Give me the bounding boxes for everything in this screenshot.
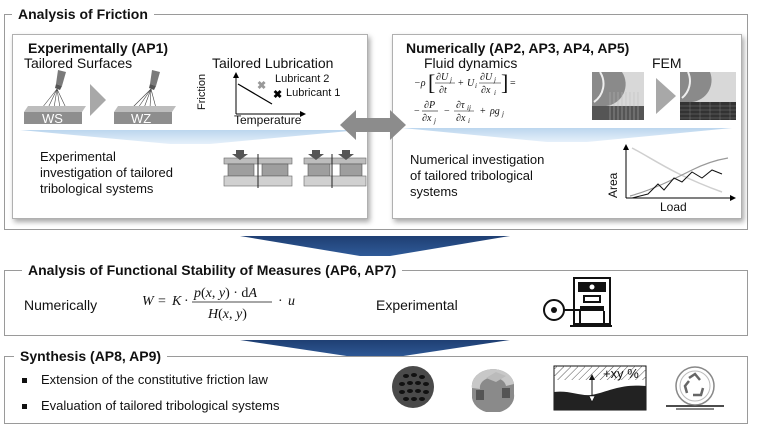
svg-text:j: j bbox=[449, 76, 452, 84]
lubricant-2-label: Lubricant 2 bbox=[275, 73, 330, 85]
svg-text:−: − bbox=[444, 106, 450, 117]
flow-arrow-down-2 bbox=[240, 340, 510, 358]
svg-text:∂x: ∂x bbox=[481, 85, 491, 96]
load-axis-label: Load bbox=[660, 200, 687, 214]
tailored-surfaces-illustration bbox=[24, 70, 176, 124]
bullet-icon bbox=[22, 378, 27, 384]
svg-text:∂t: ∂t bbox=[439, 85, 447, 96]
synthesis-item-1-text: Extension of the constitutive friction l… bbox=[41, 372, 268, 387]
numerical-light-blue-band bbox=[402, 128, 732, 142]
tribometer-illustration-2 bbox=[303, 150, 367, 188]
experimental-investigation-line-2: investigation of tailored bbox=[40, 165, 173, 180]
svg-text:j: j bbox=[433, 117, 436, 125]
area-load-chart bbox=[623, 144, 736, 201]
functional-stability-panel bbox=[4, 270, 748, 336]
svg-text:i: i bbox=[494, 89, 496, 97]
numerical-investigation-line-1: Numerical investigation bbox=[410, 152, 545, 167]
numerical-subpanel bbox=[392, 34, 742, 219]
experimental-investigation-text: Experimental investigation of tailored t… bbox=[40, 149, 173, 197]
svg-text:]: ] bbox=[501, 70, 508, 95]
double-arrow-icon bbox=[340, 110, 406, 140]
svg-text:i: i bbox=[468, 117, 470, 125]
svg-text:∂P: ∂P bbox=[424, 100, 435, 111]
svg-text:✖: ✖ bbox=[257, 80, 266, 92]
bullet-icon bbox=[22, 404, 27, 410]
experimental-heading: Experimentally (AP1) bbox=[28, 40, 169, 56]
experimental-investigation-line-3: tribological systems bbox=[40, 181, 154, 196]
svg-text:−ρ: −ρ bbox=[414, 78, 426, 89]
fem-mesh-image-1 bbox=[592, 72, 644, 120]
ws-label: WS bbox=[42, 111, 63, 126]
synthesis-item-2: Evaluation of tailored tribological syst… bbox=[22, 398, 279, 413]
synthesis-item-2-text: Evaluation of tailored tribological syst… bbox=[41, 398, 280, 413]
wz-label: WZ bbox=[131, 111, 152, 126]
tribometer-illustration-1 bbox=[223, 150, 293, 188]
synthesis-title: Synthesis (AP8, AP9) bbox=[14, 348, 168, 364]
flow-arrow-down-1 bbox=[240, 236, 510, 256]
svg-text:+: + bbox=[480, 106, 486, 117]
lubrication-chart: ✖ ✖ bbox=[233, 72, 306, 117]
tailored-surfaces-label: Tailored Surfaces bbox=[24, 55, 133, 71]
svg-text:ρg: ρg bbox=[489, 106, 500, 117]
svg-text:·: · bbox=[184, 294, 189, 309]
fem-mesh-image-2 bbox=[680, 72, 736, 120]
svg-text:U: U bbox=[467, 78, 475, 89]
svg-text:=: = bbox=[510, 78, 516, 89]
laser-nozzle-icon bbox=[55, 70, 66, 90]
svg-text:✖: ✖ bbox=[273, 89, 282, 101]
temperature-axis-label: Temperature bbox=[234, 113, 302, 127]
svg-text:W: W bbox=[142, 294, 155, 309]
wear-depth-icon bbox=[553, 365, 647, 411]
area-axis-label: Area bbox=[606, 172, 620, 198]
textured-disc-icon bbox=[392, 366, 434, 408]
fem-arrow-icon bbox=[656, 78, 676, 114]
svg-text:ij: ij bbox=[467, 104, 471, 112]
numerical-heading: Numerically (AP2, AP3, AP4, AP5) bbox=[406, 40, 630, 56]
fluid-dynamics-label: Fluid dynamics bbox=[424, 55, 518, 71]
ring-segment-icon bbox=[471, 369, 515, 412]
svg-text:·: · bbox=[278, 294, 283, 309]
svg-text:∂τ: ∂τ bbox=[456, 100, 465, 111]
svg-text:∂x: ∂x bbox=[456, 113, 466, 124]
numerical-investigation-line-2: of tailored tribological bbox=[410, 168, 533, 183]
synthesis-item-1: Extension of the constitutive friction l… bbox=[22, 372, 268, 387]
functional-stability-title: Analysis of Functional Stability of Meas… bbox=[22, 262, 403, 278]
svg-text:∂U: ∂U bbox=[436, 72, 449, 83]
recycle-wheel-icon bbox=[666, 366, 724, 410]
percent-label: +xy % bbox=[603, 366, 639, 381]
svg-text:H(x, y): H(x, y) bbox=[207, 307, 247, 322]
svg-text:∂U: ∂U bbox=[480, 72, 493, 83]
svg-text:p(x, y) · dA: p(x, y) · dA bbox=[193, 286, 257, 301]
numerically-label: Numerically bbox=[24, 297, 98, 313]
numerical-investigation-text: Numerical investigation of tailored trib… bbox=[410, 152, 544, 200]
press-machine-icon bbox=[543, 277, 612, 327]
fem-label: FEM bbox=[652, 55, 682, 71]
experimental-label: Experimental bbox=[376, 297, 458, 313]
lubricant-1-label: Lubricant 1 bbox=[286, 87, 341, 99]
svg-text:−: − bbox=[414, 106, 420, 117]
laser-nozzle-icon-2 bbox=[149, 70, 160, 90]
svg-text:i: i bbox=[475, 82, 477, 90]
friction-axis-label: Friction bbox=[196, 73, 208, 110]
experimental-subpanel bbox=[12, 34, 368, 219]
stability-formula: W = K · p(x, y) · dA H(x, y) · u bbox=[142, 286, 295, 322]
svg-text:j: j bbox=[501, 110, 504, 118]
analysis-of-friction-title: Analysis of Friction bbox=[12, 6, 154, 22]
experimental-light-blue-band bbox=[20, 130, 360, 144]
tailored-lubrication-label: Tailored Lubrication bbox=[212, 55, 334, 71]
svg-text:u: u bbox=[288, 294, 295, 309]
svg-text:K: K bbox=[171, 294, 182, 309]
svg-text:∂x: ∂x bbox=[422, 113, 432, 124]
numerical-investigation-line-3: systems bbox=[410, 184, 458, 199]
experimental-investigation-line-1: Experimental bbox=[40, 149, 116, 164]
svg-text:[: [ bbox=[428, 70, 435, 95]
svg-text:=: = bbox=[158, 294, 166, 309]
svg-text:j: j bbox=[493, 76, 496, 84]
svg-text:+: + bbox=[458, 78, 464, 89]
